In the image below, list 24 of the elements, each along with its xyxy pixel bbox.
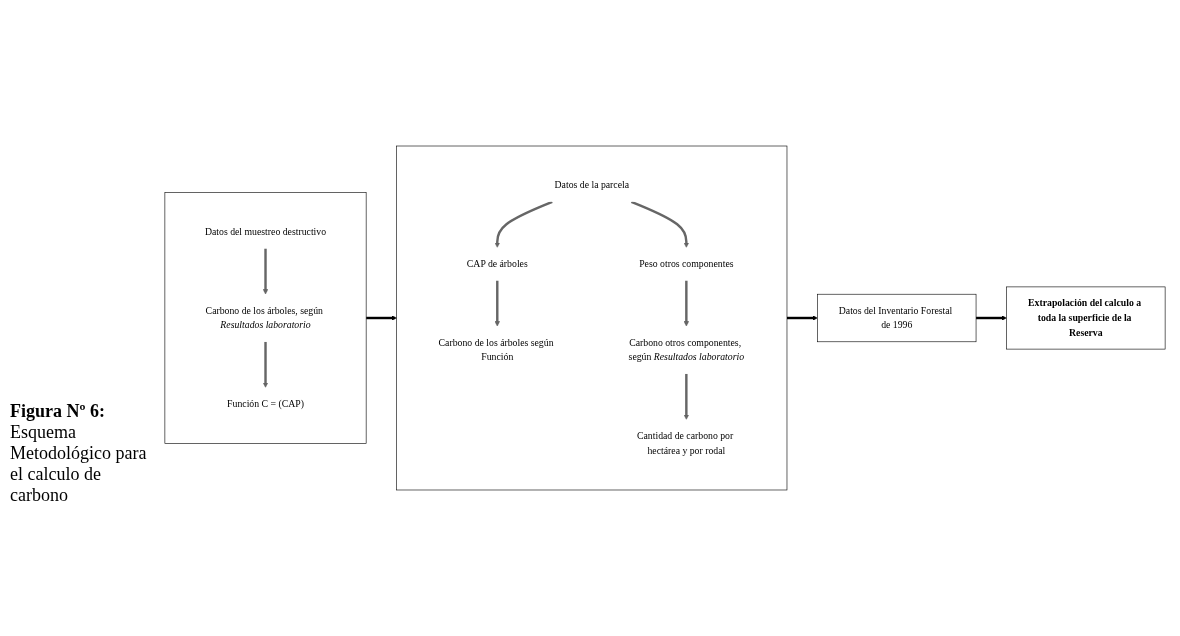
node-text: Cantidad de carbono por hectárea y por rodal [637, 430, 734, 456]
arrow [494, 280, 500, 327]
arrow [683, 373, 690, 420]
node-text: Datos del muestreo destructivo [204, 226, 327, 237]
node-text: CAP de árboles [466, 258, 528, 269]
node-box: Extrapolación del calculo a toda la superficie de la Reserva [1006, 286, 1166, 350]
node-text: Carbono de los árboles según Función [438, 337, 554, 363]
arrow [366, 315, 397, 321]
arrow [262, 341, 269, 388]
arrow [683, 280, 690, 327]
node-text: Carbono de los árboles, según Resultados laboratorio [205, 305, 323, 331]
arrow [494, 200, 553, 248]
arrow [787, 315, 818, 321]
arrow [976, 315, 1007, 321]
cluster [164, 192, 367, 444]
node-box: Datos del Inventario Forestal de 1996 [817, 293, 977, 343]
cluster [396, 145, 788, 491]
node-text: Carbono otros componentes, según Resultados laboratorio [628, 337, 745, 363]
figure-caption: Figura Nº 6: Esquema Metodológico para el calculo de carbono [10, 401, 148, 506]
arrow [262, 248, 269, 295]
node-text: Peso otros componentes [639, 258, 734, 269]
arrow [630, 200, 690, 248]
node-text: Datos de la parcela [554, 179, 630, 191]
node-text: Función C = (CAP) [227, 398, 304, 409]
